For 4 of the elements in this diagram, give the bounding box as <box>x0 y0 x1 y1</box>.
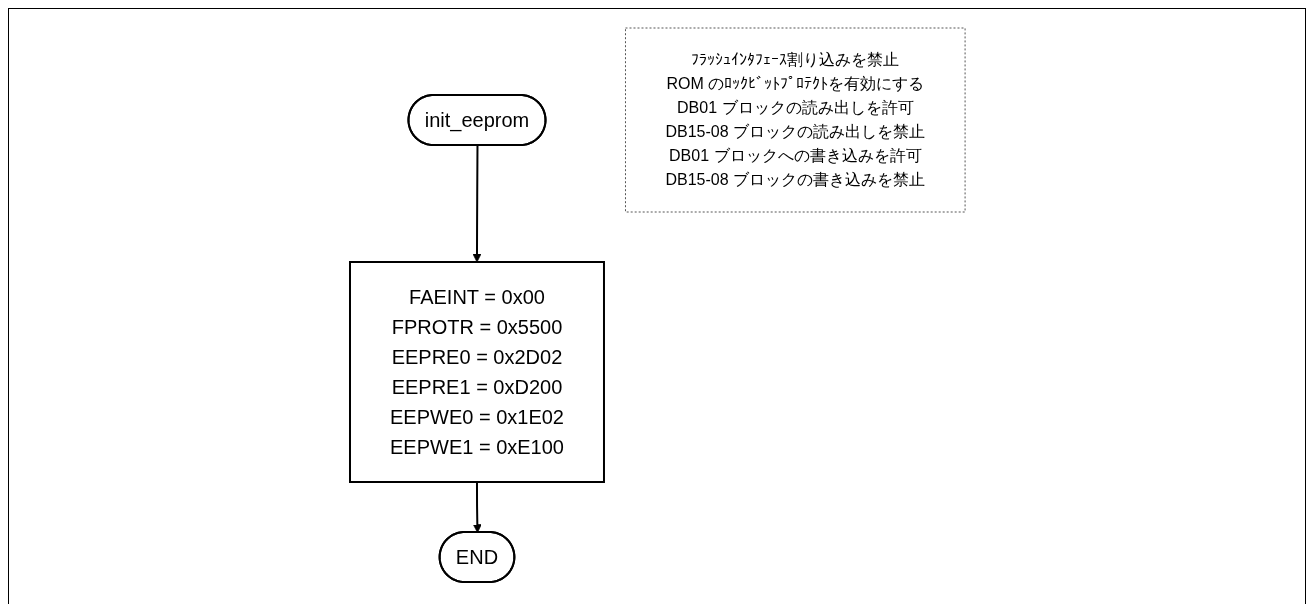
arrow <box>473 481 483 533</box>
node-box: ﾌﾗｯｼｭｲﾝﾀﾌｪｰｽ割り込みを禁止 ROM のﾛｯｸﾋﾞｯﾄﾌﾟﾛﾃｸﾄを有効にする DB01 ブロックの読み出しを許可 DB15-08 ブロックの読み出しを禁止 DB01 ブロックへの書き込みを許可 DB15-08 ブロックの書き込みを禁止 <box>625 27 967 213</box>
arrow <box>473 144 482 263</box>
node-box: FAEINT = 0x00 FPROTR = 0x5500 EEPRE0 = 0x2D02 EEPRE1 = 0xD200 EEPWE0 = 0x1E02 EEPWE1 = 0xE100 <box>349 261 606 483</box>
